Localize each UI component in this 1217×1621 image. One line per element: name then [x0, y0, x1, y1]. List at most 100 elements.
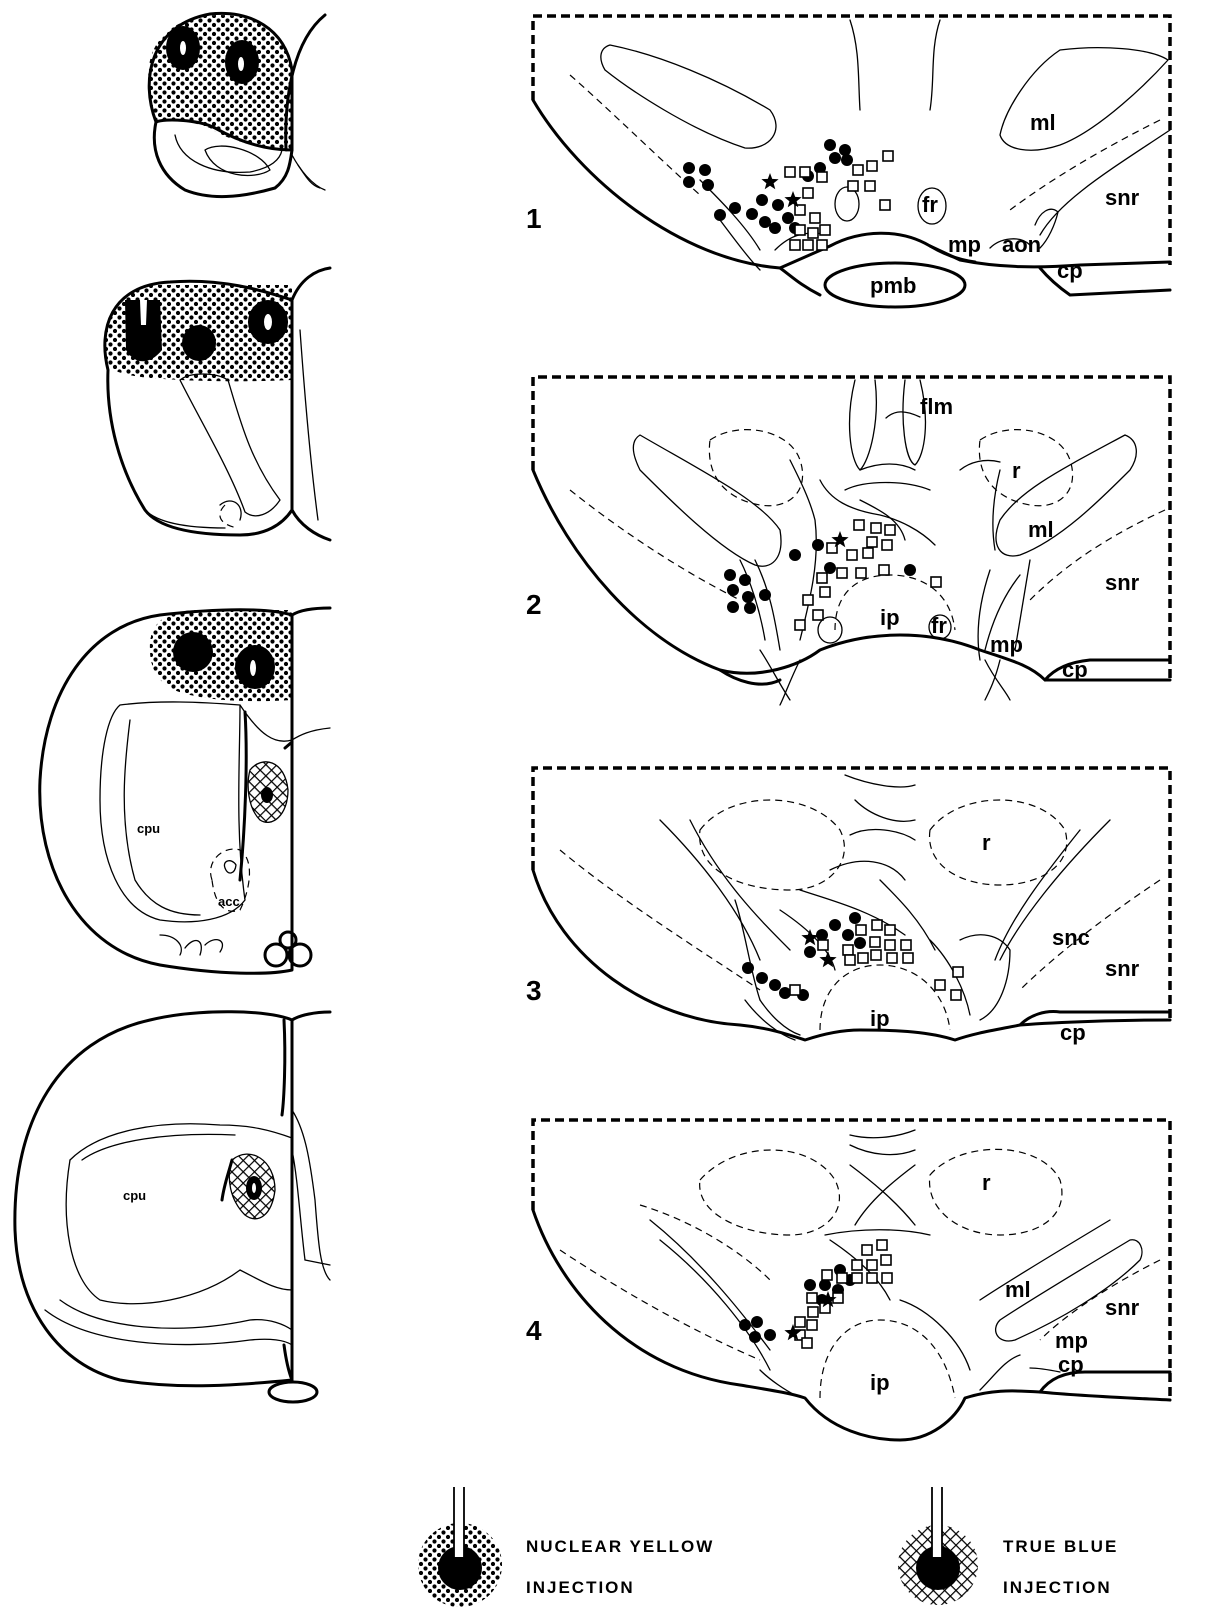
label-aon: aon — [1002, 232, 1041, 257]
filled-circle-marker — [756, 194, 768, 206]
injection-core — [173, 632, 213, 672]
open-square-marker — [807, 1320, 817, 1330]
open-square-marker — [837, 568, 847, 578]
label-fr: fr — [922, 192, 938, 217]
left-section-1 — [148, 13, 325, 196]
label-fr: fr — [931, 613, 947, 638]
right-section-3: r snc snr ip cp 3 — [526, 768, 1170, 1045]
legend-label-line2: INJECTION — [526, 1578, 635, 1597]
label-ip: ip — [870, 1370, 890, 1395]
open-square-marker — [858, 953, 868, 963]
open-square-marker — [852, 1273, 862, 1283]
legend-label-line1: TRUE BLUE — [1003, 1537, 1118, 1556]
label-snr: snr — [1105, 1295, 1140, 1320]
open-square-marker — [867, 537, 877, 547]
open-square-marker — [848, 181, 858, 191]
filled-circle-marker — [782, 212, 794, 224]
open-square-marker — [880, 200, 890, 210]
label-cpu: cpu — [137, 821, 160, 836]
label-flm: flm — [920, 394, 953, 419]
label-snr: snr — [1105, 570, 1140, 595]
open-square-marker — [818, 940, 828, 950]
filled-circle-marker — [824, 139, 836, 151]
filled-circle-marker — [742, 962, 754, 974]
filled-circle-marker — [804, 1279, 816, 1291]
open-square-marker — [808, 1307, 818, 1317]
open-square-marker — [867, 1260, 877, 1270]
open-square-marker — [881, 1255, 891, 1265]
filled-circle-marker — [759, 216, 771, 228]
open-square-marker — [808, 228, 818, 238]
filled-circle-marker — [727, 584, 739, 596]
filled-circle-marker — [759, 589, 771, 601]
label-mp: mp — [1055, 1328, 1088, 1353]
filled-circle-marker — [812, 539, 824, 551]
section-number: 2 — [526, 589, 542, 620]
open-square-marker — [953, 967, 963, 977]
label-mp: mp — [948, 232, 981, 257]
open-square-marker — [790, 240, 800, 250]
open-square-marker — [795, 205, 805, 215]
open-square-marker — [870, 937, 880, 947]
label-cp: cp — [1057, 258, 1083, 283]
label-cp: cp — [1062, 657, 1088, 682]
open-square-marker — [879, 565, 889, 575]
filled-circle-marker — [772, 199, 784, 211]
legend-label-line1: NUCLEAR YELLOW — [526, 1537, 714, 1556]
open-square-marker — [882, 1273, 892, 1283]
open-square-marker — [795, 1317, 805, 1327]
label-mp: mp — [990, 632, 1023, 657]
open-square-marker — [822, 1270, 832, 1280]
filled-circle-marker — [727, 601, 739, 613]
open-square-marker — [871, 523, 881, 533]
open-square-marker — [807, 1293, 817, 1303]
open-square-marker — [820, 225, 830, 235]
open-square-marker — [951, 990, 961, 1000]
open-square-marker — [813, 610, 823, 620]
open-square-marker — [854, 520, 864, 530]
open-square-marker — [867, 161, 877, 171]
right-section-1: ml snr fr mp aon cp pmb 1 — [526, 16, 1170, 307]
label-cp: cp — [1060, 1020, 1086, 1045]
star-marker — [801, 929, 818, 945]
label-pmb: pmb — [870, 273, 916, 298]
open-square-marker — [817, 240, 827, 250]
filled-circle-marker — [842, 929, 854, 941]
label-cp: cp — [1058, 1352, 1084, 1377]
filled-circle-marker — [683, 162, 695, 174]
open-square-marker — [903, 953, 913, 963]
filled-circle-marker — [839, 144, 851, 156]
filled-circle-marker — [739, 574, 751, 586]
filled-circle-marker — [739, 1319, 751, 1331]
label-r: r — [982, 830, 991, 855]
filled-circle-marker — [769, 979, 781, 991]
filled-circle-marker — [749, 1331, 761, 1343]
open-square-marker — [820, 587, 830, 597]
markers — [724, 520, 941, 630]
open-square-marker — [901, 940, 911, 950]
open-square-marker — [817, 573, 827, 583]
filled-circle-marker — [764, 1329, 776, 1341]
filled-circle-marker — [904, 564, 916, 576]
label-cpu: cpu — [123, 1188, 146, 1203]
section-number: 3 — [526, 975, 542, 1006]
label-snr: snr — [1105, 956, 1140, 981]
filled-circle-marker — [829, 152, 841, 164]
filled-circle-marker — [683, 176, 695, 188]
injection-core — [182, 325, 216, 361]
star-marker — [761, 173, 778, 189]
filled-circle-marker — [789, 549, 801, 561]
label-snc: snc — [1052, 925, 1090, 950]
open-square-marker — [843, 945, 853, 955]
label-r: r — [1012, 458, 1021, 483]
open-square-marker — [785, 167, 795, 177]
open-square-marker — [856, 925, 866, 935]
legend-true-blue: TRUE BLUE INJECTION — [898, 1487, 1118, 1605]
open-square-marker — [871, 950, 881, 960]
open-square-marker — [865, 181, 875, 191]
open-square-marker — [803, 188, 813, 198]
left-section-4: cpu — [15, 1012, 330, 1402]
open-square-marker — [790, 985, 800, 995]
label-ml: ml — [1030, 110, 1056, 135]
